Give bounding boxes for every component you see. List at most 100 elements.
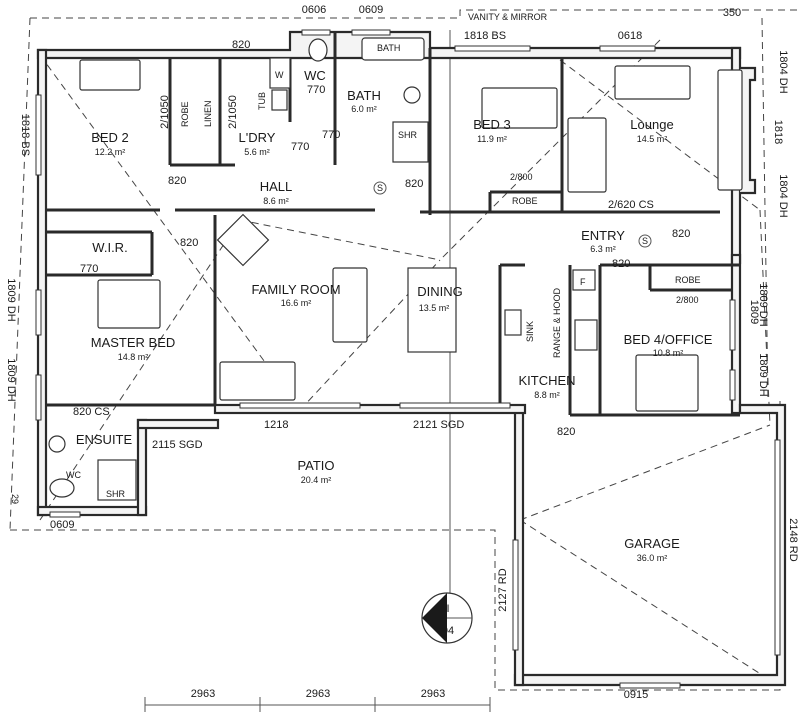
dining-area: 13.5 m²	[419, 303, 450, 313]
room-labels: BED 2 12.2 m² WC 770 BATH 6.0 m² BED 3 1…	[76, 68, 713, 563]
sink-label: SINK	[525, 321, 535, 342]
family-couch	[219, 361, 296, 401]
robe-door-2-800-bed4: 2/800	[676, 295, 699, 305]
window-1804dh-b: 1804 DH	[777, 174, 789, 217]
linen-label: LINEN	[203, 100, 213, 127]
ensuite-wc	[49, 478, 75, 498]
bed3-bed	[481, 87, 558, 129]
door-2148rd: 2148 RD	[787, 518, 799, 561]
door-770-bath: 770	[322, 129, 340, 141]
window-0606: 0606	[302, 4, 326, 16]
window-1804dh-a: 1804 DH	[777, 50, 789, 93]
bed2-area: 12.2 m²	[95, 147, 126, 157]
door-820-bed3: 820	[405, 178, 423, 190]
smoke-alarm-entry	[638, 234, 652, 248]
bed2-bed	[79, 59, 141, 91]
robe-label: ROBE	[180, 101, 190, 127]
kitchen-range	[574, 319, 598, 351]
robe-door-2-800-bed3: 2/800	[510, 172, 533, 182]
door-2127rd: 2127 RD	[497, 568, 509, 611]
dimension-line	[144, 697, 491, 712]
door-2-620cs: 2/620 CS	[608, 199, 654, 211]
dining-table	[407, 267, 457, 353]
robe-door-2-1050a: 2/1050	[159, 95, 171, 129]
wc-size: 770	[307, 84, 325, 96]
window-1809-bed4: 1809	[748, 300, 760, 324]
window-1818bs-top: 1818 BS	[464, 30, 506, 42]
laundry-tub	[271, 89, 288, 111]
laundry-w	[269, 57, 291, 89]
robe-door-2-1050b: 2/1050	[227, 95, 239, 129]
sgd-2121: 2121 SGD	[413, 419, 464, 431]
windows	[35, 29, 781, 689]
window-1809dh-left-2: 1809 DH	[5, 358, 17, 401]
hall-name: HALL	[260, 179, 293, 194]
section-marker-i: I	[446, 603, 449, 615]
dimension-1: 2963	[191, 688, 215, 700]
section-marker-04: 04	[442, 625, 454, 637]
door-820-bed4: 820	[612, 258, 630, 270]
patio-area: 20.4 m²	[301, 475, 332, 485]
window-1818bs-left: 1818 BS	[19, 114, 31, 156]
smoke-alarm-hall-label: S	[377, 183, 383, 193]
door-770-laundry: 770	[291, 141, 309, 153]
door-820-bed2: 820	[168, 175, 186, 187]
bed4-area: 10.8 m²	[653, 348, 684, 358]
door-820-laundry: 820	[232, 39, 250, 51]
robe-bed4-label: ROBE	[675, 275, 701, 285]
door-820-garage: 820	[557, 426, 575, 438]
smoke-alarm-hall	[373, 181, 387, 195]
window-0915: 0915	[624, 689, 648, 701]
bath-area: 6.0 m²	[351, 104, 377, 114]
fixtures	[48, 37, 743, 501]
lounge-area: 14.5 m²	[637, 134, 668, 144]
lounge-sofa	[614, 65, 691, 100]
ensuite-name: ENSUITE	[76, 432, 133, 447]
window-1809dh-right-1: 1809 DH	[757, 283, 769, 326]
master-bed-bed	[97, 279, 161, 329]
bay-window	[740, 66, 757, 195]
window-1809dh-right-2: 1809 DH	[757, 353, 769, 396]
kitchen-name: KITCHEN	[518, 373, 575, 388]
bed3-area: 11.9 m²	[477, 134, 507, 144]
bath-shower	[392, 121, 429, 163]
smoke-alarm-entry-label: S	[642, 236, 648, 246]
lounge-name: Lounge	[630, 117, 673, 132]
window-0609-top: 0609	[359, 4, 383, 16]
family-area: 16.6 m²	[281, 298, 312, 308]
hall-area: 8.6 m²	[263, 196, 289, 206]
bed3-name: BED 3	[473, 117, 511, 132]
laundry-area: 5.6 m²	[244, 147, 270, 157]
entry-name: ENTRY	[581, 228, 625, 243]
shower-label: SHR	[398, 130, 418, 140]
ensuite-shower	[97, 459, 137, 501]
dimension-2: 2963	[306, 688, 330, 700]
bed2-name: BED 2	[91, 130, 129, 145]
window-0609-bottom: 0609	[50, 519, 74, 531]
kitchen-sink	[504, 309, 522, 336]
master-name: MASTER BED	[91, 335, 176, 350]
tub-label: TUB	[257, 92, 267, 110]
garage-name: GARAGE	[624, 536, 680, 551]
family-sofa	[332, 267, 368, 343]
master-area: 14.8 m²	[118, 352, 149, 362]
family-armchair	[216, 213, 270, 267]
ensuite-basin	[48, 435, 66, 453]
vanity-label: VANITY & MIRROR	[468, 12, 548, 22]
laundry-name: L'DRY	[239, 130, 276, 145]
fixture-labels: BATH SHR SHR WC TUB W ROBE LINEN ROBE RO…	[66, 43, 701, 499]
w-label: W	[275, 70, 284, 80]
window-1218: 1218	[264, 419, 288, 431]
wir-name: W.I.R.	[92, 240, 127, 255]
bed4-name: BED 4/OFFICE	[624, 332, 713, 347]
section-marker	[421, 592, 473, 644]
dimension-3: 2963	[421, 688, 445, 700]
fridge-label: F	[580, 277, 586, 287]
wir-size: 770	[80, 263, 98, 275]
lounge-sofa-bay	[717, 69, 743, 191]
bed4-bed	[635, 354, 699, 412]
kitchen-fridge	[572, 269, 596, 291]
patio-name: PATIO	[297, 458, 334, 473]
bath-name: BATH	[347, 88, 381, 103]
